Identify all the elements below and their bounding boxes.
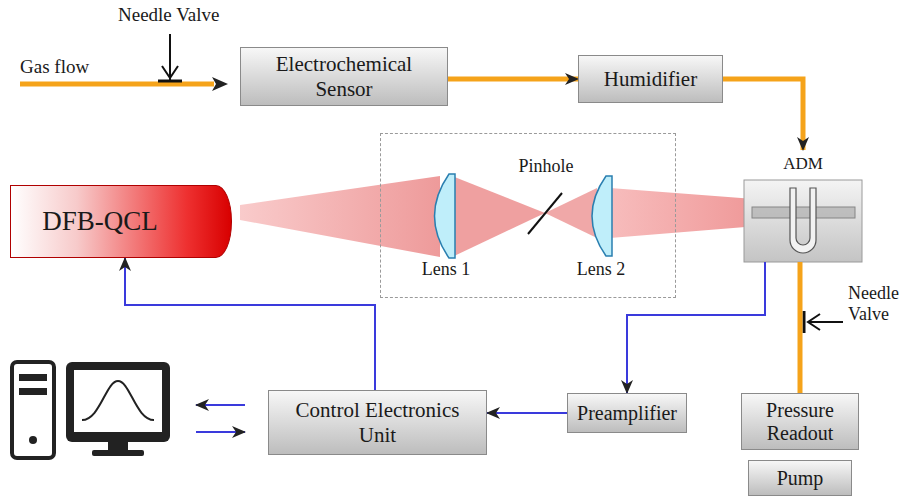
signal-line [125, 258, 375, 390]
needle-valve [808, 314, 820, 330]
data-link [196, 431, 245, 433]
node-label: Control Electronics Unit [280, 398, 475, 446]
amplifier-box: Preamplifier [567, 393, 687, 433]
laser-beam [240, 176, 440, 257]
lens-symbol [592, 176, 612, 256]
node-label: Preamplifier [577, 402, 677, 425]
screen-signal [82, 381, 154, 420]
pump-box: Pump [748, 460, 852, 496]
computer-tower [12, 362, 54, 458]
monitor-stand [92, 450, 144, 456]
needle-valve [808, 321, 843, 323]
data-link [196, 404, 245, 406]
computer-tower [19, 388, 47, 395]
laser-beam [452, 176, 545, 257]
node-label: Lens 1 [411, 259, 481, 280]
node-text: Pinhole [501, 156, 591, 177]
monitor-stand [108, 442, 128, 451]
readout-box: Pressure Readout [741, 393, 859, 450]
laser-beam [545, 188, 597, 238]
optics-group: Lens 1 PinholeLens 2 [380, 133, 676, 298]
node-label: DFB-QCL [42, 206, 158, 237]
pinhole-symbol [528, 193, 562, 234]
computer-screen [74, 370, 162, 432]
computer-tower [29, 436, 37, 444]
node-label: Pressure Readout [742, 399, 858, 445]
annotation-label: Needle Valve [118, 4, 219, 26]
tuning-fork [790, 188, 816, 253]
node-label: ADM [783, 154, 823, 174]
annotation-label: Gas flow [20, 56, 89, 78]
lens-symbol [435, 174, 456, 258]
control-box: Control Electronics Unit [268, 390, 487, 455]
needle-valve [169, 34, 171, 80]
computer-monitor [66, 362, 170, 442]
gas-flow-line [448, 77, 578, 82]
gas-flow-line [798, 262, 803, 393]
laser-source: DFB-QCL [10, 185, 232, 258]
process-box: Humidifier [578, 55, 723, 103]
node-label: Humidifier [604, 67, 697, 91]
gas-flow-line [723, 79, 803, 150]
signal-line [627, 262, 765, 393]
needle-valve [803, 311, 806, 333]
arrow-head [212, 77, 228, 91]
needle-valve [162, 66, 178, 78]
gas-line [20, 82, 214, 87]
micro-resonator-tube [752, 207, 855, 218]
node-text: Lens 2 [566, 259, 636, 280]
process-box: Electrochemical Sensor [240, 47, 448, 106]
needle-valve [158, 80, 182, 83]
annotation-label: Needle Valve [848, 283, 914, 324]
node-label: Pump [777, 467, 824, 490]
signal-line [487, 412, 567, 414]
computer-tower [19, 374, 47, 381]
detection-module: ADM [744, 150, 862, 262]
adm-housing [744, 180, 862, 262]
node-label: Electrochemical Sensor [259, 52, 429, 100]
